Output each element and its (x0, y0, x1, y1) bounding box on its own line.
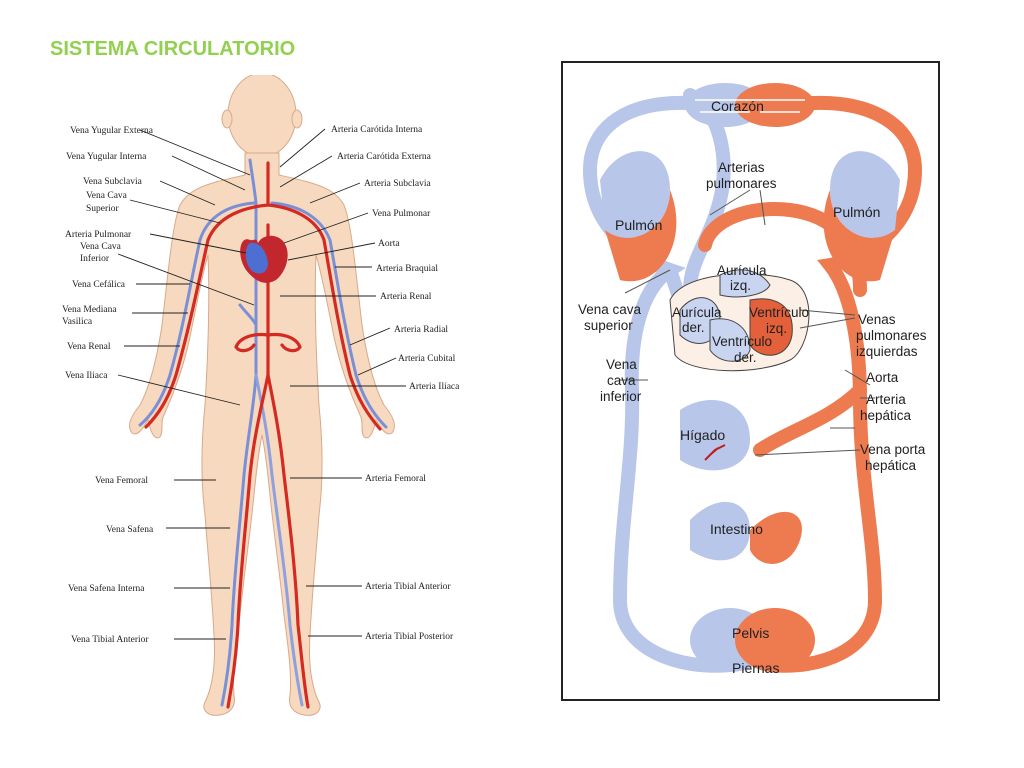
label-arteria-subclavia: Arteria Subclavia (364, 179, 432, 189)
label-aorta: Aorta (866, 370, 899, 385)
label-vena-cava-superior-1: Vena cava (578, 302, 642, 317)
label-corazon: Corazón (711, 98, 764, 114)
label-arteria-cubital: Arteria Cubital (398, 354, 456, 364)
label-arteria-radial: Arteria Radial (394, 325, 448, 335)
label-auricula-der-1: Aurícula (672, 305, 722, 320)
label-arteria-carotida-externa: Arteria Carótida Externa (337, 152, 432, 162)
human-body-circulatory-diagram: Vena Yugular Externa Vena Yugular Intern… (40, 75, 490, 735)
page-title: SISTEMA CIRCULATORIO (50, 38, 295, 61)
label-ventriculo-der-2: der. (734, 350, 757, 365)
label-vena-iliaca: Vena Iliaca (65, 371, 108, 381)
label-venas-pulmonares-1: Venas (858, 312, 896, 327)
label-aorta: Aorta (378, 239, 400, 249)
label-arteria-braquial: Arteria Braquial (376, 264, 438, 274)
label-vena-cava-inferior-2: Inferior (80, 253, 110, 264)
label-vena-cava-inferior-1: Vena Cava (80, 242, 122, 252)
label-vena-mediana: Vena Mediana (62, 305, 117, 315)
label-vena-cava-superior-2: Superior (86, 204, 120, 214)
label-vena-porta-2: hepática (865, 458, 917, 473)
label-vena-porta-1: Vena porta (860, 442, 926, 457)
label-vena-cava-inferior-3: inferior (600, 389, 642, 404)
label-auricula-izq-1: Aurícula (717, 263, 767, 278)
label-auricula-izq-2: izq. (730, 278, 751, 293)
label-vena-femoral: Vena Femoral (95, 476, 148, 486)
label-ventriculo-izq-1: Ventrículo (749, 305, 809, 320)
label-arterias-pulmonares-2: pulmonares (706, 176, 777, 191)
label-vena-yugular-interna: Vena Yugular Interna (66, 152, 147, 162)
label-auricula-der-2: der. (682, 320, 705, 335)
label-arteria-renal: Arteria Renal (380, 292, 432, 302)
label-vena-cava-inferior-1: Vena (606, 357, 637, 372)
label-pelvis: Pelvis (732, 625, 769, 641)
label-vena-cefalica: Vena Cefálica (72, 279, 126, 290)
label-pulmon-right: Pulmón (833, 204, 880, 220)
label-higado: Hígado (680, 427, 725, 443)
label-intestino: Intestino (710, 521, 763, 537)
label-vena-safena: Vena Safena (106, 524, 154, 535)
label-vena-cava-superior-2: superior (584, 318, 633, 333)
label-arteria-femoral: Arteria Femoral (365, 474, 426, 484)
label-piernas: Piernas (732, 660, 779, 676)
circulation-scheme-diagram: Corazón Pulmón Pulmón Hígado Intestino P… (560, 60, 942, 705)
label-vena-safena-interna: Vena Safena Interna (68, 583, 145, 594)
left-labels: Vena Yugular Externa Vena Yugular Intern… (62, 126, 154, 645)
label-arteria-tibial-posterior: Arteria Tibial Posterior (365, 632, 454, 642)
label-pulmon-left: Pulmón (615, 217, 662, 233)
label-vena-tibial-anterior: Vena Tibial Anterior (71, 635, 149, 645)
label-vena-cava-superior-1: Vena Cava (86, 191, 128, 201)
label-vena-renal: Vena Renal (67, 342, 111, 352)
label-vena-cava-inferior-2: cava (607, 373, 636, 388)
label-arteria-tibial-anterior: Arteria Tibial Anterior (365, 582, 451, 592)
label-vena-yugular-externa: Vena Yugular Externa (70, 126, 154, 136)
label-venas-pulmonares-3: izquierdas (856, 344, 918, 359)
label-arteria-hepatica-2: hepática (860, 408, 912, 423)
label-vasilica: Vasilica (62, 317, 93, 327)
label-arteria-carotida-interna: Arteria Carótida Interna (331, 125, 423, 135)
label-arteria-hepatica-1: Arteria (866, 392, 906, 407)
label-arterias-pulmonares-1: Arterias (718, 160, 765, 175)
label-ventriculo-der-1: Ventrículo (712, 334, 772, 349)
label-arteria-iliaca: Arteria Ilíaca (409, 382, 460, 392)
label-venas-pulmonares-2: pulmonares (856, 328, 927, 343)
label-vena-pulmonar: Vena Pulmonar (372, 209, 431, 219)
label-vena-subclavia: Vena Subclavia (83, 177, 143, 187)
label-arteria-pulmonar: Arteria Pulmonar (65, 230, 132, 240)
